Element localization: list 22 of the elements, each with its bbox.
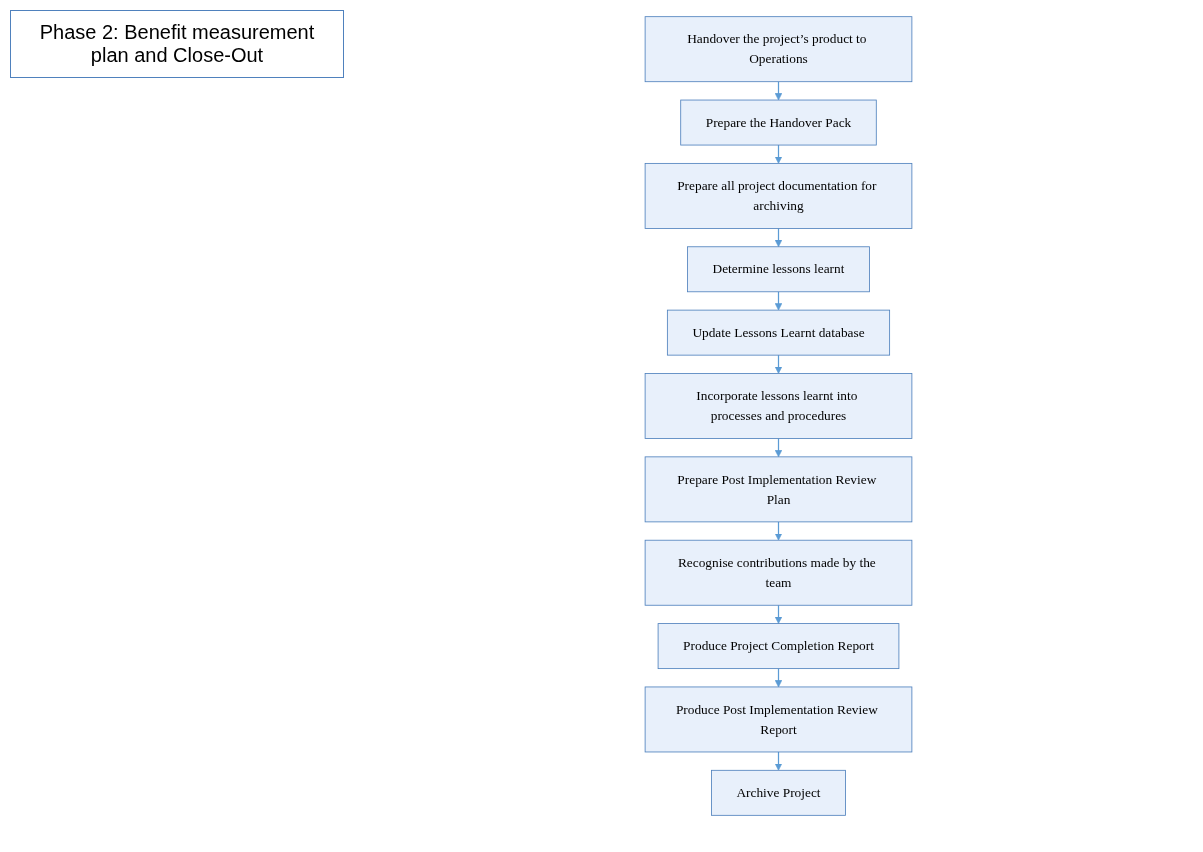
node-box: Update Lessons Learnt database [666,309,891,356]
node-box: Prepare the Handover Pack [680,99,877,146]
node-box: Produce Project Completion Report [657,623,900,669]
node-box: Produce Post Implementation Review Report [644,686,913,753]
arrow [774,604,783,624]
node-box: Recognise contributions made by the team [644,539,913,606]
arrow [774,667,783,688]
arrow [774,227,783,248]
node-box: Determine lessons learnt [687,246,870,293]
arrow [774,354,783,374]
title: Phase 2: Benefit measurement plan and Close-Out [10,10,344,78]
node-box: Prepare Post Implementation Review Plan [644,456,913,523]
node-box: Prepare all project documentation for archiving [644,163,913,229]
node-box: Archive Project [711,769,846,816]
node-box: Incorporate lessons learnt into processes and procedures [644,373,913,439]
arrow [774,751,783,771]
arrow [774,291,783,311]
arrow [774,144,783,164]
node-box: Handover the project’s product to Operations [644,16,913,83]
arrow [774,437,783,458]
arrow [774,521,783,541]
arrow [774,81,783,101]
